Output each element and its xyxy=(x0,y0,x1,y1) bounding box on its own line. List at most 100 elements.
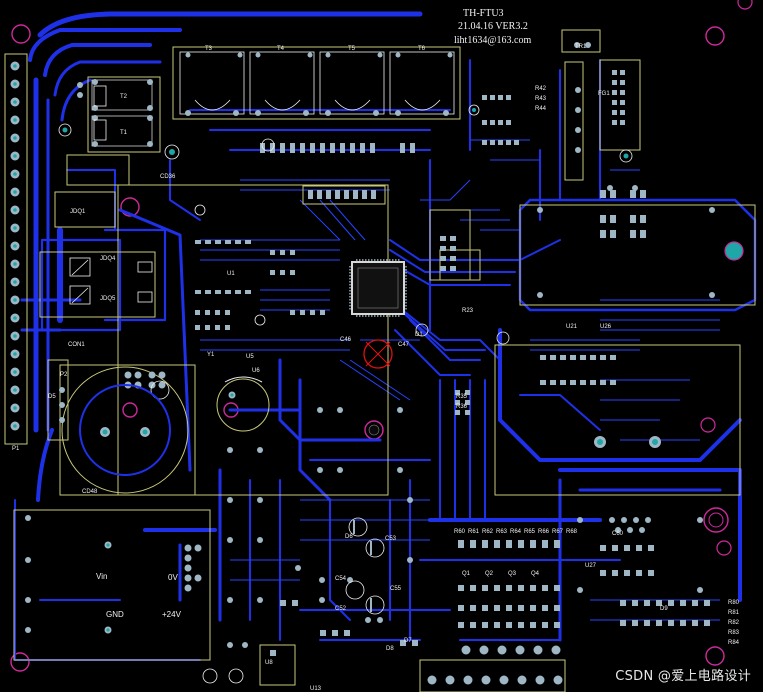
label-jdq4: JDQ4 xyxy=(100,256,116,262)
mount-hole-corner xyxy=(737,0,753,10)
label-c55: C55 xyxy=(390,586,402,592)
silkscreen-text: TH-FTU3 21.04.16 VER3.2 liht1634@163.com… xyxy=(12,8,740,692)
label-u6: U6 xyxy=(252,368,260,374)
label-t1: T1 xyxy=(120,130,128,136)
label-vin: Vin xyxy=(96,572,107,581)
outline-right-top xyxy=(519,204,756,306)
label-fg1: FG1 xyxy=(598,91,610,97)
origin-marker xyxy=(363,339,393,369)
cap-stripes xyxy=(353,520,372,612)
label-r81: R81 xyxy=(728,610,740,616)
label-r84: R84 xyxy=(728,640,740,646)
label-r42: R42 xyxy=(535,86,547,92)
label-r35: R35 xyxy=(456,394,468,400)
label-d9: D9 xyxy=(660,606,668,612)
label-d1: D1 xyxy=(415,332,423,338)
mount-hole-br xyxy=(705,646,725,666)
label-r61: R61 xyxy=(468,529,480,535)
small-transformers xyxy=(91,79,153,147)
label-r67: R67 xyxy=(552,529,564,535)
label-c53: C53 xyxy=(385,536,397,542)
label-r82: R82 xyxy=(728,620,740,626)
mount-hole-tl xyxy=(11,24,31,44)
relay-symbols xyxy=(69,85,153,305)
outline-battery xyxy=(216,378,270,432)
outline-transformers xyxy=(172,46,461,120)
label-q4: Q4 xyxy=(531,571,540,577)
label-r64: R64 xyxy=(510,529,522,535)
component-outlines xyxy=(13,29,756,692)
label-u5: U5 xyxy=(246,354,254,360)
label-u8: U8 xyxy=(265,660,273,666)
label-q3: Q3 xyxy=(508,571,517,577)
terminal-block-left xyxy=(4,53,28,445)
through-hole-pads xyxy=(25,42,715,648)
label-r63: R63 xyxy=(496,529,508,535)
label-t5: T5 xyxy=(348,46,356,52)
outline-relay-block xyxy=(59,364,196,496)
label-r60: R60 xyxy=(454,529,466,535)
label-p2: P2 xyxy=(60,372,68,378)
label-24v: +24V xyxy=(162,610,182,619)
label-r68: R68 xyxy=(566,529,578,535)
label-c54: C54 xyxy=(335,576,347,582)
label-r80: R80 xyxy=(728,600,740,606)
transformer-row xyxy=(179,51,455,115)
label-r62: R62 xyxy=(482,529,494,535)
outline-power-module xyxy=(13,509,211,661)
outline-jdq xyxy=(39,251,156,318)
watermark: CSDN @爱上电路设计 xyxy=(615,669,751,684)
label-t2: T2 xyxy=(120,94,128,100)
board-name: TH-FTU3 xyxy=(463,8,504,19)
label-t4: T4 xyxy=(277,46,285,52)
mcu-chip xyxy=(349,259,407,369)
label-jdq1: JDQ1 xyxy=(70,209,86,215)
label-u1: U1 xyxy=(227,271,235,277)
label-y1: Y1 xyxy=(207,352,215,358)
label-t3: T3 xyxy=(205,46,213,52)
thin-traces xyxy=(200,139,720,621)
label-r66: R66 xyxy=(538,529,550,535)
terminal-block-bottom xyxy=(427,645,563,685)
label-d7: D7 xyxy=(404,638,412,644)
label-d8: D8 xyxy=(386,646,394,652)
mount-hole-tr xyxy=(705,26,725,46)
label-t6: T6 xyxy=(418,46,426,52)
label-tr1: TR1 xyxy=(575,44,587,50)
mount-hole-bl xyxy=(10,652,30,672)
outline-buzzer xyxy=(61,366,189,494)
label-d5: D5 xyxy=(48,394,56,400)
label-cd36: CD36 xyxy=(160,174,176,180)
electrolytic-capacitors xyxy=(150,380,385,684)
label-u13: U13 xyxy=(310,686,322,692)
label-u21: U21 xyxy=(566,324,578,330)
label-jdq5: JDQ5 xyxy=(100,296,116,302)
label-con1: CON1 xyxy=(68,342,85,348)
label-c46: C46 xyxy=(340,337,352,343)
label-r43: R43 xyxy=(535,96,547,102)
label-u27: U27 xyxy=(585,563,597,569)
label-q1: Q1 xyxy=(462,571,471,577)
outline-main-module xyxy=(117,184,389,496)
transformer-pads xyxy=(185,52,453,116)
label-u26: U26 xyxy=(600,324,612,330)
buzzer-details xyxy=(79,376,263,476)
label-cd48: CD48 xyxy=(82,489,98,495)
label-r44: R44 xyxy=(535,106,547,112)
label-r23: R23 xyxy=(462,308,474,314)
label-c52: C52 xyxy=(335,606,347,612)
board-version: 21.04.16 VER3.2 xyxy=(458,21,528,32)
label-p1: P1 xyxy=(12,446,20,452)
label-0v: 0V xyxy=(168,573,178,582)
board-email: liht1634@163.com xyxy=(454,35,531,46)
label-c47: C47 xyxy=(398,342,410,348)
label-d6: D6 xyxy=(345,534,353,540)
label-q2: Q2 xyxy=(485,571,494,577)
label-r36: R36 xyxy=(456,404,468,410)
label-r65: R65 xyxy=(524,529,536,535)
label-gnd: GND xyxy=(106,610,124,619)
label-c60: C60 xyxy=(612,531,624,537)
outline-t1-t2 xyxy=(87,76,161,153)
